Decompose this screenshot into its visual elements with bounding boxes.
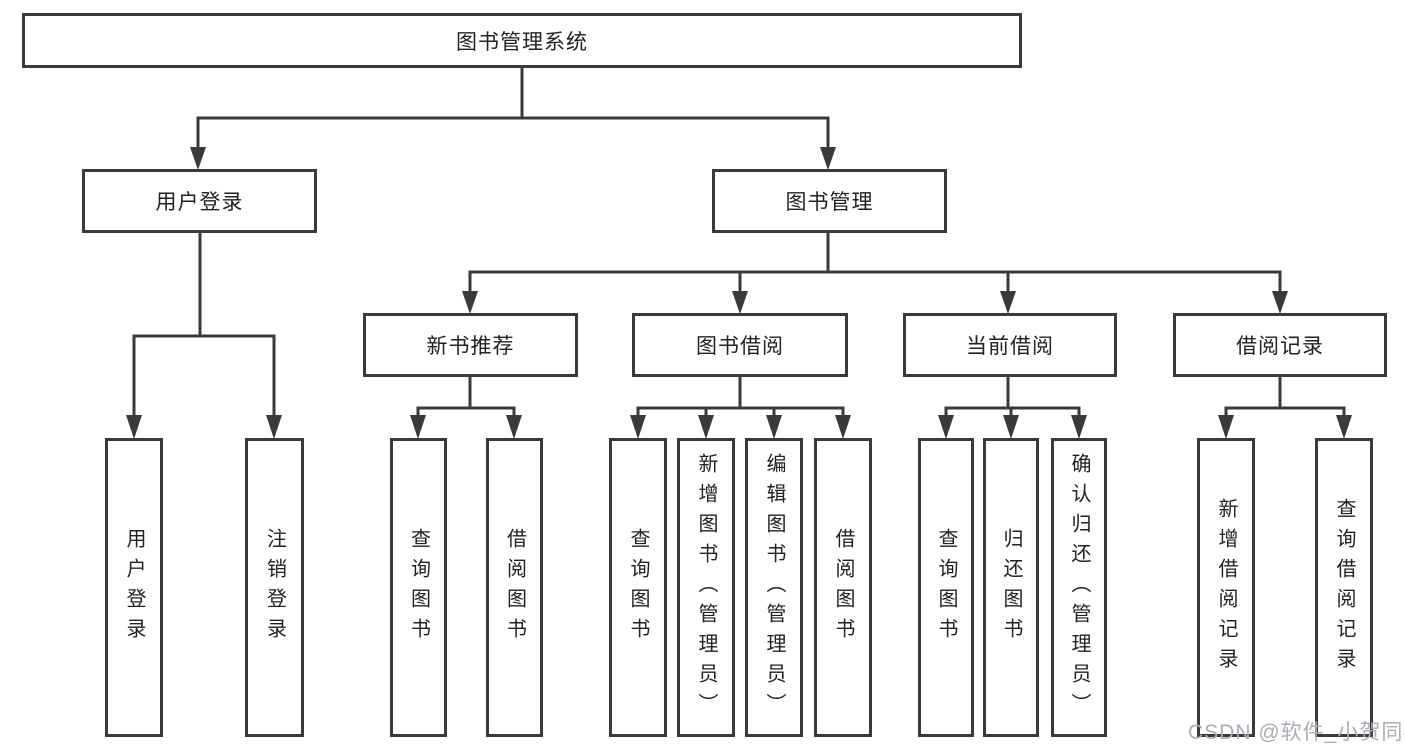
- leaf-query-books-current: 查询图书: [918, 438, 974, 737]
- node-new-book-recommend-label: 新书推荐: [426, 335, 515, 358]
- node-root-system: 图书管理系统: [22, 13, 1022, 68]
- node-new-book-recommend: 新书推荐: [363, 313, 578, 377]
- leaf-edit-books-admin-label: 编辑图书（管理员）: [763, 452, 785, 723]
- node-book-borrow: 图书借阅: [632, 313, 848, 377]
- leaf-query-books-borrow-label: 查询图书: [627, 527, 649, 648]
- leaf-query-books-borrow: 查询图书: [609, 438, 667, 737]
- node-user-login-label: 用户登录: [155, 191, 244, 214]
- leaf-add-borrow-record-label: 新增借阅记录: [1215, 497, 1237, 678]
- node-current-borrow-label: 当前借阅: [966, 335, 1054, 358]
- leaf-query-books-recommend-label: 查询图书: [407, 527, 430, 648]
- leaf-edit-books-admin: 编辑图书（管理员）: [745, 438, 803, 737]
- leaf-logout: 注销登录: [245, 438, 304, 737]
- leaf-query-borrow-record-label: 查询借阅记录: [1333, 497, 1355, 678]
- node-borrow-records: 借阅记录: [1173, 313, 1387, 377]
- arrowheads: [126, 147, 1352, 439]
- leaf-query-books-current-label: 查询图书: [935, 527, 957, 648]
- node-book-management-label: 图书管理: [785, 191, 874, 214]
- node-root-label: 图书管理系统: [456, 30, 588, 54]
- csdn-watermark: CSDN @软件_小贺同学: [1188, 721, 1405, 744]
- leaf-add-borrow-record: 新增借阅记录: [1197, 438, 1255, 737]
- leaf-query-books-recommend: 查询图书: [390, 438, 447, 737]
- leaf-borrow-books-recommend: 借阅图书: [486, 438, 543, 737]
- node-borrow-records-label: 借阅记录: [1236, 335, 1324, 358]
- node-book-borrow-label: 图书借阅: [696, 335, 784, 358]
- leaf-add-books-admin: 新增图书（管理员）: [677, 438, 735, 737]
- node-current-borrow: 当前借阅: [903, 313, 1117, 377]
- leaf-user-login-label: 用户登录: [123, 527, 145, 648]
- leaf-confirm-return-admin-label: 确认归还（管理员）: [1068, 452, 1090, 723]
- leaf-return-books: 归还图书: [983, 438, 1039, 737]
- leaf-confirm-return-admin: 确认归还（管理员）: [1051, 438, 1107, 737]
- leaf-return-books-label: 归还图书: [1000, 527, 1022, 648]
- leaf-query-borrow-record: 查询借阅记录: [1315, 438, 1373, 737]
- leaf-user-login: 用户登录: [105, 438, 163, 737]
- leaf-borrow-books-recommend-label: 借阅图书: [503, 527, 526, 648]
- leaf-borrow-books: 借阅图书: [814, 438, 872, 737]
- connector-segments: [132, 66, 1346, 422]
- leaf-borrow-books-label: 借阅图书: [832, 527, 854, 648]
- leaf-logout-label: 注销登录: [263, 527, 286, 648]
- leaf-add-books-admin-label: 新增图书（管理员）: [695, 452, 717, 723]
- node-user-login: 用户登录: [82, 169, 317, 233]
- node-book-management: 图书管理: [712, 169, 947, 233]
